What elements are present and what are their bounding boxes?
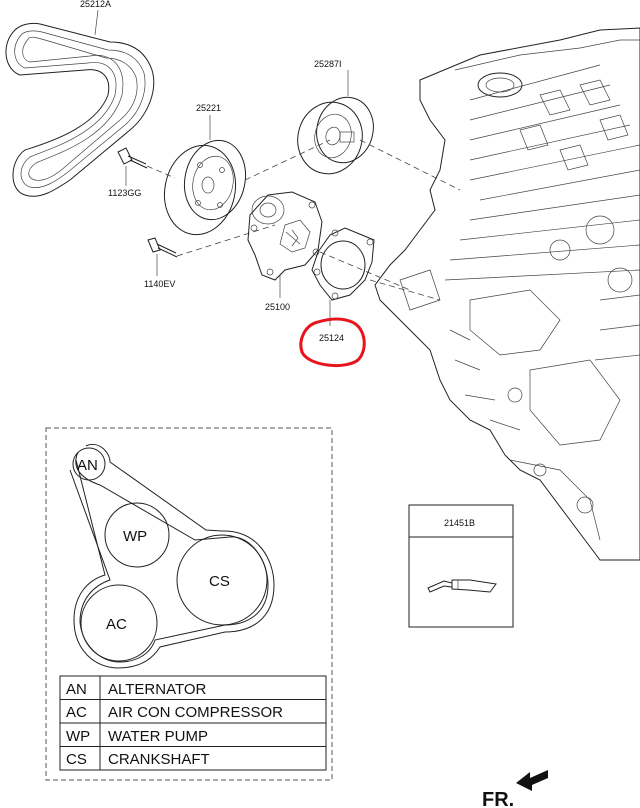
legend-name: AIR CON COMPRESSOR — [108, 704, 283, 721]
idler-pulley — [297, 70, 374, 175]
assembly-lines — [176, 139, 461, 301]
arrow-icon — [516, 770, 548, 791]
pulley-wp-label: WP — [123, 528, 147, 545]
label-belt: 25212A — [80, 0, 111, 9]
label-bolt-b: 1140EV — [144, 279, 175, 289]
engine-block — [374, 27, 640, 561]
pulley-an-label: AN — [77, 457, 98, 474]
pulley-cs-label: CS — [209, 573, 230, 590]
legend-code: AC — [66, 704, 87, 721]
legend-code: CS — [66, 751, 87, 768]
legend-code: WP — [66, 728, 90, 745]
front-direction-indicator: FR. — [482, 770, 548, 808]
gasket — [311, 227, 375, 326]
legend-name: CRANKSHAFT — [108, 751, 210, 768]
label-sealant: 21451B — [444, 518, 475, 528]
sealant-tube-icon — [427, 579, 497, 593]
belt-routing-panel — [45, 427, 333, 781]
pulley-ac-label: AC — [106, 616, 127, 633]
bolt-1123gg — [117, 147, 176, 186]
label-bolt-a: 1123GG — [108, 188, 141, 198]
water-pump-pulley — [164, 115, 247, 236]
label-pump: 25100 — [265, 302, 290, 312]
legend-name: WATER PUMP — [108, 728, 208, 745]
sealant-box: 21451B — [408, 504, 514, 628]
legend-table: AN ALTERNATOR AC AIR CON COMPRESSOR WP W… — [59, 675, 327, 771]
pulley-ac: AC — [80, 584, 158, 662]
front-label: FR. — [482, 789, 514, 808]
label-idler: 25287I — [314, 59, 342, 69]
label-pulley: 25221 — [196, 103, 221, 113]
pulley-wp: WP — [104, 502, 170, 568]
pulley-an: AN — [72, 447, 106, 481]
bolt-1140ev — [147, 237, 178, 276]
drive-belt — [5, 9, 155, 197]
highlight-circle — [299, 317, 366, 367]
legend-code: AN — [66, 681, 87, 698]
label-gasket: 25124 — [319, 333, 344, 343]
routing-belt — [69, 444, 275, 669]
water-pump — [247, 191, 323, 298]
pulley-cs: CS — [176, 534, 268, 626]
legend-name: ALTERNATOR — [108, 681, 207, 698]
